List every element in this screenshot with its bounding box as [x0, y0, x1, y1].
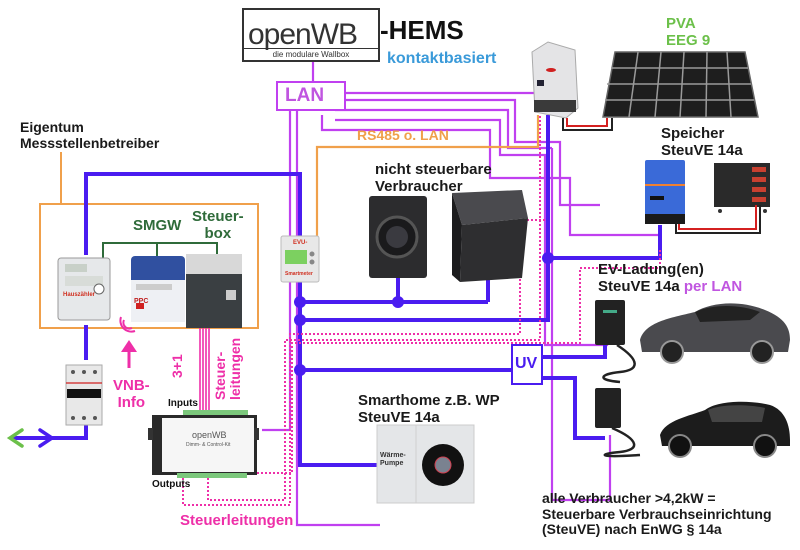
dimm-kit-name: Dimm- & Control-Kit	[186, 442, 231, 448]
owner-label-line2: Messstellenbetreiber	[20, 134, 160, 151]
grid-bidirectional-arrow	[6, 428, 56, 448]
diagram-title: -HEMS	[380, 15, 464, 45]
non-controllable-label: nicht steuerbare Verbraucher	[375, 161, 492, 196]
storage-label-line2: SteuVE 14a	[661, 141, 743, 159]
evu-meter-caption-bottom: Smartmeter	[285, 271, 313, 277]
footer-note-line1: alle Verbraucher >4,2kW =	[542, 490, 716, 506]
steuerbox-label-line1: Steuer-	[192, 208, 244, 225]
openwb-logo: openWB die modulare Wallbox	[242, 8, 380, 62]
ev-car-2	[660, 401, 790, 458]
uv-label: UV	[515, 355, 538, 372]
lan-hub-box	[276, 81, 346, 111]
logo-text: openWB	[248, 18, 358, 51]
vnb-info-arrow	[121, 340, 137, 368]
pv-panel	[602, 51, 759, 118]
steuerbox-device	[186, 254, 242, 328]
steuerbox-label-line2: box	[204, 224, 232, 242]
ev-charging-label: EV-Ladung(en) SteuVE 14a per LAN	[598, 261, 743, 296]
heat-pump-caption-line1: Wärme-	[380, 452, 406, 459]
footer-note: alle Verbraucher >4,2kW = Steuerbare Ver…	[542, 490, 772, 538]
power-lines	[10, 115, 662, 467]
inverter	[531, 41, 579, 119]
inputs-label: Inputs	[168, 398, 198, 409]
footer-note-line2: Steuerbare Verbrauchseinrichtung	[542, 505, 772, 522]
house-meter-caption: Hauszähler	[63, 292, 96, 298]
smgw-label: SMGW	[133, 217, 182, 234]
ev-charging-per-lan: per LAN	[683, 277, 743, 295]
steuerbox-label: Steuer- box	[192, 208, 244, 243]
rs485-label: RS485 o. LAN	[357, 127, 449, 143]
non-controllable-label-line1: nicht steuerbare	[375, 161, 492, 178]
wallbox-1	[595, 300, 636, 384]
ev-car-1	[640, 303, 790, 364]
storage-label-line1: Speicher	[661, 125, 725, 142]
wireless-icon	[119, 316, 136, 333]
owner-label: Eigentum Messstellenbetreiber	[20, 119, 160, 151]
power-junctions	[294, 252, 554, 376]
dimm-kit-logo: openWB	[192, 430, 227, 440]
steuerleitungen-label: Steuerleitungen	[180, 512, 294, 529]
owner-label-line1: Eigentum	[20, 119, 84, 135]
steuerleitungen-vertical-line1: Steuer-	[212, 351, 228, 400]
meter-group-line	[102, 242, 218, 258]
house-meter	[57, 257, 111, 321]
battery-dc-cables	[675, 205, 761, 234]
pva-label: PVA EEG 9	[666, 15, 711, 50]
lan-hub-label: LAN	[285, 85, 325, 106]
uv-box	[511, 344, 543, 385]
smgw-device	[131, 256, 185, 322]
heat-pump-caption-line2: Pumpe	[380, 459, 404, 467]
owner-frame	[39, 152, 259, 329]
heat-pump-caption: Wärme- Pumpe	[380, 452, 406, 468]
vnb-info-line1: VNB-	[113, 377, 150, 394]
dimm-control-kit	[148, 410, 259, 478]
smgw-brand: PPC	[134, 298, 149, 305]
ev-charging-label-line2: SteuVE 14a per LAN	[598, 277, 743, 296]
steuerleitungen-vertical-label: Steuer- leitungen	[212, 337, 243, 400]
pva-label-line2: EEG 9	[666, 31, 711, 49]
circuit-breaker	[65, 364, 103, 426]
ev-charging-steuve: SteuVE 14a	[598, 277, 684, 295]
outputs-label: Outputs	[152, 479, 191, 490]
non-controllable-label-line2: Verbraucher	[375, 177, 463, 195]
vnb-info-label: VNB- Info	[113, 377, 150, 412]
three-plus-one-label: 3+1	[169, 354, 185, 378]
steuerleitungen-vertical-line2: leitungen	[226, 337, 243, 400]
wallbox-2	[595, 388, 641, 458]
pv-dc-cables	[562, 118, 613, 131]
evu-smartmeter	[280, 235, 320, 283]
ev-charging-label-line1: EV-Ladung(en)	[598, 261, 704, 278]
evu-meter-caption-top: EVU-	[293, 240, 308, 246]
battery-inverter	[645, 160, 685, 224]
battery-rack	[714, 163, 770, 213]
vnb-info-line2: Info	[117, 393, 146, 411]
heat-pump	[376, 424, 475, 504]
storage-label: Speicher SteuVE 14a	[661, 125, 743, 160]
washing-machine	[369, 196, 427, 278]
logo-tagline: die modulare Wallbox	[244, 48, 378, 59]
diagram-subtitle: kontaktbasiert	[387, 50, 497, 67]
smarthome-label: Smarthome z.B. WP SteuVE 14a	[358, 392, 500, 427]
dishwasher	[452, 190, 528, 282]
footer-note-line3: (SteuVE) nach EnWG § 14a	[542, 521, 722, 538]
pva-label-line1: PVA	[666, 15, 696, 32]
rs485-line	[315, 115, 540, 240]
smarthome-label-line1: Smarthome z.B. WP	[358, 392, 500, 409]
smarthome-label-line2: SteuVE 14a	[358, 408, 440, 426]
